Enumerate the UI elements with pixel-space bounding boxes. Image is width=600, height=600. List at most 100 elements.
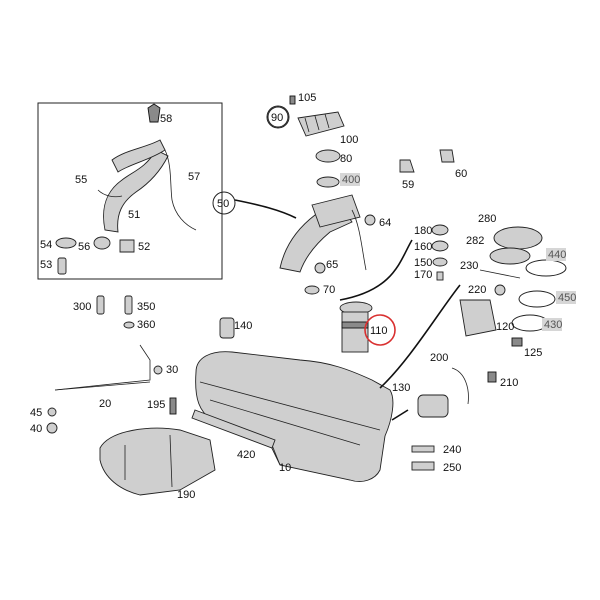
label-53: 53 (40, 259, 52, 271)
tag-bg-440 (546, 248, 566, 261)
label-195: 195 (147, 399, 165, 411)
part-20-strap (54, 381, 151, 391)
part-55-hose (97, 189, 123, 198)
label-58: 58 (160, 113, 172, 125)
part-230-float (479, 269, 521, 279)
part-210-connector (487, 371, 497, 383)
part-282-nut (489, 247, 531, 265)
part-125-connector (511, 337, 523, 347)
label-10: 10 (279, 462, 291, 474)
part-400-seal (316, 176, 340, 188)
part-52-bracket (119, 239, 135, 253)
label-130: 130 (392, 382, 410, 394)
label-100: 100 (340, 134, 358, 146)
label-170: 170 (414, 269, 432, 281)
part-70-seal (304, 285, 320, 295)
part-160 (431, 240, 449, 252)
label-105: 105 (298, 92, 316, 104)
label-52: 52 (138, 241, 150, 253)
part-350-pin (124, 295, 133, 315)
label-80: 80 (340, 153, 352, 165)
label-50: 50 (217, 198, 229, 210)
tag-bg-430 (542, 318, 562, 331)
part-60-clip (439, 149, 455, 163)
label-140: 140 (234, 320, 252, 332)
part-64-valve (364, 214, 376, 226)
part-45-washer (47, 407, 57, 417)
part-190-shield (99, 427, 216, 496)
part-150 (432, 257, 448, 267)
part-170 (436, 271, 444, 281)
label-200: 200 (430, 352, 448, 364)
part-59-clip (399, 159, 415, 173)
label-40: 40 (30, 423, 42, 435)
part-30-bracket (54, 344, 163, 391)
part-56-clamp (93, 236, 111, 250)
part-65-valve (314, 262, 326, 274)
callout-ring-90 (266, 105, 290, 129)
part-250-clip (411, 461, 435, 471)
part-10-fuel-tank (195, 351, 394, 482)
part-220-sender (494, 284, 506, 296)
tag-bg-450 (556, 291, 576, 304)
label-280: 280 (478, 213, 496, 225)
part-110-fuel-pump (339, 301, 373, 353)
part-280-ring (493, 226, 543, 250)
label-430: 430 (544, 319, 562, 331)
part-195-bolt (169, 397, 177, 415)
label-45: 45 (30, 407, 42, 419)
label-150: 150 (414, 257, 432, 269)
label-450: 450 (558, 292, 576, 304)
label-110: 110 (370, 325, 388, 337)
part-140-breather (219, 317, 235, 339)
label-65: 65 (326, 259, 338, 271)
part-105-screw (289, 95, 296, 105)
label-300: 300 (73, 301, 91, 313)
part-57-vent-hose (164, 149, 197, 231)
label-440: 440 (548, 249, 566, 261)
label-56: 56 (78, 241, 90, 253)
label-90: 90 (271, 112, 283, 124)
label-210: 210 (500, 377, 518, 389)
label-180: 180 (414, 225, 432, 237)
label-240: 240 (443, 444, 461, 456)
label-120: 120 (496, 321, 514, 333)
part-450-seal (518, 290, 556, 308)
part-58-clip (147, 103, 161, 123)
label-250: 250 (443, 462, 461, 474)
part-420-pad (191, 409, 276, 449)
arrows (234, 199, 461, 421)
label-60: 60 (455, 168, 467, 180)
label-350: 350 (137, 301, 155, 313)
part-440-seal (525, 259, 567, 277)
part-130-filter (417, 394, 449, 418)
label-400: 400 (342, 174, 360, 186)
label-125: 125 (524, 347, 542, 359)
part-100-bellows (297, 111, 345, 137)
part-54-clamp (55, 237, 77, 249)
label-190: 190 (177, 489, 195, 501)
tag-bg-400 (340, 173, 360, 186)
label-420: 420 (237, 449, 255, 461)
label-160: 160 (414, 241, 432, 253)
part-240-clip (411, 445, 435, 453)
label-64: 64 (379, 217, 391, 229)
part-50-filler-assembly (279, 194, 367, 273)
label-59: 59 (402, 179, 414, 191)
part-40-nut (46, 422, 58, 434)
label-30: 30 (166, 364, 178, 376)
label-282: 282 (466, 235, 484, 247)
label-220: 220 (468, 284, 486, 296)
part-80-ring (315, 149, 341, 163)
label-51: 51 (128, 209, 140, 221)
label-70: 70 (323, 284, 335, 296)
part-300-pin (96, 295, 105, 315)
label-230: 230 (460, 260, 478, 272)
inset-box (37, 102, 223, 280)
callout-ring-110 (364, 314, 396, 346)
part-200-bracket (451, 367, 469, 405)
part-120-unit (459, 299, 497, 337)
part-53-plug (57, 257, 67, 275)
